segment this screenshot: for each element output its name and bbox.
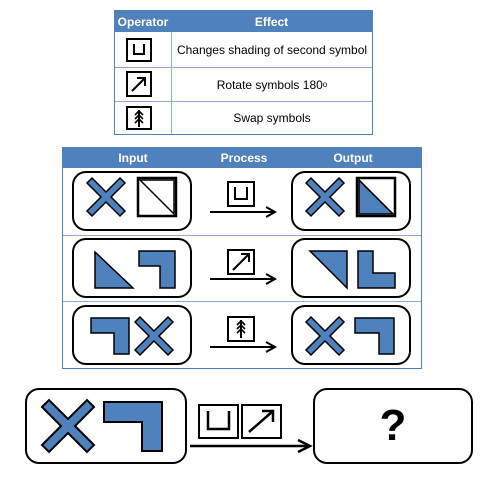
cup-operator-box <box>126 38 152 62</box>
operator-table-header: Operator Effect <box>115 11 372 32</box>
process-header: Process <box>220 151 268 165</box>
input-panel-row1 <box>72 171 192 231</box>
question-mark: ? <box>379 401 407 450</box>
arrow-up-right-icon <box>131 77 146 92</box>
operator-header: Operator <box>117 14 169 29</box>
example-table-header: Input Process Output <box>63 148 421 168</box>
output-header: Output <box>333 151 373 165</box>
tree-operator-box <box>126 106 152 130</box>
operator-table: Operator Effect Changes shading of secon… <box>114 10 373 135</box>
output-panel-row2 <box>291 238 411 298</box>
arrow-operator-box <box>126 71 152 97</box>
input-panel-row3 <box>72 305 192 365</box>
effect-text-1: Changes shading of second symbol <box>176 43 368 57</box>
input-panel-row2 <box>72 238 192 298</box>
example-table: Input Process Output <box>62 147 422 369</box>
tree-icon <box>134 109 144 127</box>
effect-header: Effect <box>254 14 289 29</box>
effect-text-2-main: Rotate symbols 180 <box>216 77 323 92</box>
degree-superscript: o <box>322 80 328 89</box>
output-panel-row1 <box>291 171 411 231</box>
cup-icon <box>133 44 145 55</box>
answer-panel[interactable] <box>313 388 473 464</box>
question-input-panel <box>25 388 187 464</box>
output-panel-row3 <box>291 305 411 365</box>
effect-text-3: Swap symbols <box>233 111 311 125</box>
input-header: Input <box>118 151 148 165</box>
